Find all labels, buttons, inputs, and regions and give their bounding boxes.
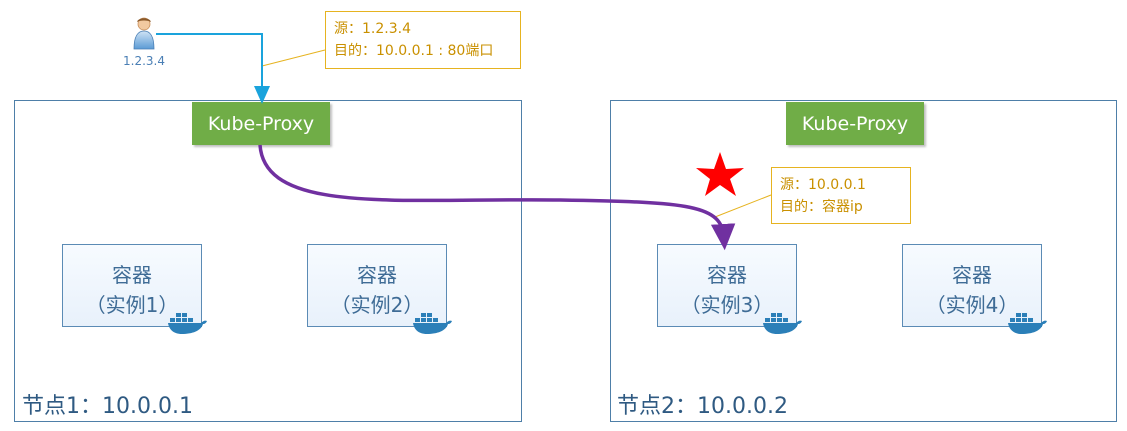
callout-destination: 目的：10.0.0.1 : 80端口 (334, 43, 494, 59)
kube-proxy-node-1: Kube-Proxy (192, 102, 330, 145)
container-title: 容器 (952, 263, 992, 287)
container-title: 容器 (357, 263, 397, 287)
container-title: 容器 (707, 263, 747, 287)
callout-incoming-packet: 源：1.2.3.4 目的：10.0.0.1 : 80端口 (325, 11, 521, 69)
kube-proxy-node-2: Kube-Proxy (786, 102, 924, 145)
callout-destination: 目的：容器ip (780, 199, 863, 215)
user-icon (133, 17, 155, 50)
docker-whale-icon (763, 313, 802, 334)
docker-whale-icon (1008, 313, 1047, 334)
client-ip-label: 1.2.3.4 (123, 54, 165, 68)
callout-source: 源：1.2.3.4 (334, 21, 411, 37)
request-arrow (156, 33, 270, 104)
container-subtitle: （实例4） (925, 293, 1019, 317)
node-2-label: 节点2：10.0.0.2 (617, 394, 788, 419)
callout-pointer-1 (261, 49, 326, 67)
container-subtitle: （实例3） (680, 293, 774, 317)
forward-arrow (258, 144, 736, 251)
container-subtitle: （实例2） (330, 293, 424, 317)
docker-whale-icon (413, 313, 452, 334)
container-title: 容器 (112, 263, 152, 287)
docker-whale-icon (168, 313, 207, 334)
container-subtitle: （实例1） (85, 293, 179, 317)
callout-pointer-2 (714, 194, 772, 218)
star-icon (696, 152, 744, 196)
node-1-label: 节点1：10.0.0.1 (22, 394, 193, 419)
callout-source: 源：10.0.0.1 (780, 177, 866, 193)
callout-forwarded-packet: 源：10.0.0.1 目的：容器ip (771, 167, 911, 224)
container-instance-4: 容器 （实例4） (902, 244, 1042, 327)
